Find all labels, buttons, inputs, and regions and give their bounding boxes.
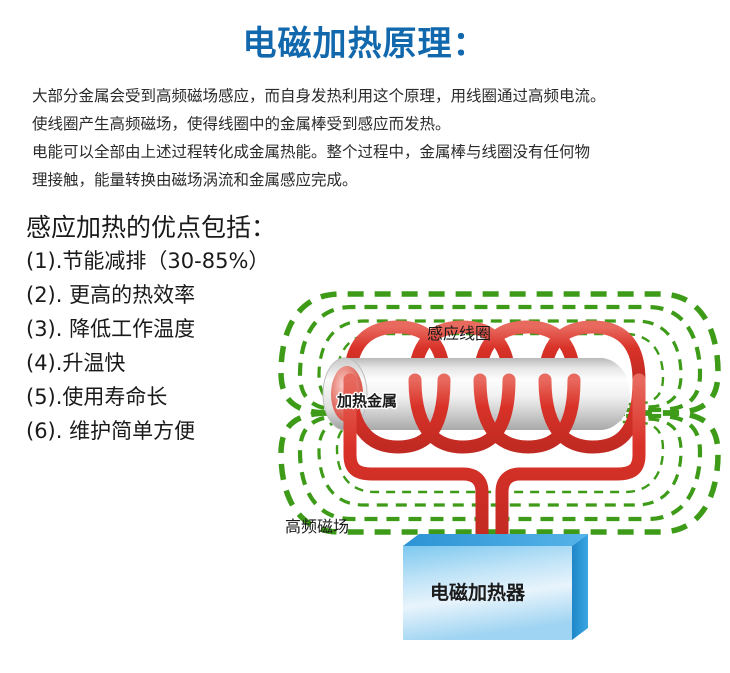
coil-back-arc (538, 320, 646, 387)
heater-box-side (572, 534, 588, 640)
page-title: 电磁加热原理： (242, 24, 488, 64)
list-item: (3). 降低工作温度 (26, 317, 196, 341)
list-item: (6). 维护简单方便 (26, 419, 196, 443)
coil-front-arc (473, 373, 581, 454)
magnetic-field-lines (278, 291, 721, 535)
label-magnetic-field: 高频磁场 (285, 517, 350, 536)
list-item: (1).节能减排（30-85%） (26, 249, 270, 273)
coil-back-arc (473, 320, 581, 387)
benefits-heading: 感应加热的优点包括： (26, 213, 277, 242)
intro-line: 使线圈产生高频磁场，使得线圈中的金属棒受到感应而发热。 (32, 115, 451, 133)
intro-line: 电能可以全部由上述过程转化成金属热能。整个过程中，金属棒与线圈没有任何物 (32, 143, 591, 161)
label-heater-unit: 电磁加热器 (430, 582, 526, 604)
field-line-mid-bottom (297, 413, 703, 522)
coil-back-arcs (343, 320, 646, 387)
coil-front-arc (538, 373, 646, 454)
coil-front-arc (408, 373, 516, 454)
field-line-inner-bottom (317, 417, 683, 507)
field-line-innermost-bottom (335, 420, 665, 494)
benefits-list: 感应加热的优点包括： (1).节能减排（30-85%） (2). 更高的热效率 … (26, 212, 296, 448)
intro-line: 理接触，能量转换由磁场涡流和金属感应完成。 (32, 171, 358, 189)
list-item: (5).使用寿命长 (26, 385, 168, 409)
intro-line: 大部分金属会受到高频磁场感应，而自身发热利用这个原理，用线圈通过高频电流。 (32, 87, 606, 105)
intro-paragraph: 大部分金属会受到高频磁场感应，而自身发热利用这个原理，用线圈通过高频电流。 使线… (32, 82, 712, 194)
label-heated-metal: 加热金属 (337, 392, 398, 410)
rod-right-end (570, 358, 630, 430)
label-induction-coil: 感应线圈 (427, 324, 492, 343)
heater-box-top (403, 534, 588, 546)
lead-wire-right (495, 373, 646, 552)
list-item: (4).升温快 (26, 351, 126, 375)
list-item: (2). 更高的热效率 (26, 283, 196, 307)
